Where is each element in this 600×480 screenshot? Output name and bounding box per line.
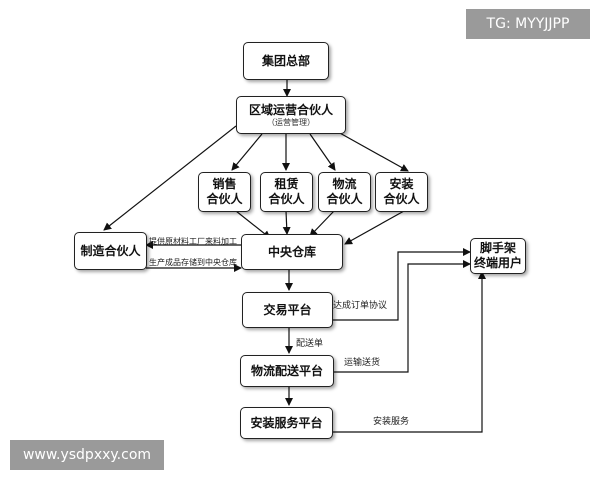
node-install-service-platform-label: 安装服务平台 (250, 415, 323, 430)
node-install-service-platform: 安装服务平台 (240, 407, 333, 439)
node-install-partner-line2: 合伙人 (383, 192, 420, 206)
node-rental-partner-line2: 合伙人 (268, 192, 305, 206)
arrow-regional-to-logistics (309, 133, 336, 171)
node-regional-partner-label: 区域运营合伙人 (248, 102, 333, 117)
edge-label-supply-materials: 提供原材料工厂来料加工 (149, 237, 237, 246)
node-central-warehouse: 中央仓库 (241, 234, 343, 270)
node-logistics-delivery-platform: 物流配送平台 (240, 355, 334, 387)
arrow-trade-to-user (332, 248, 471, 321)
node-regional-partner: 区域运营合伙人 （运营管理） (236, 96, 346, 134)
edge-label-install-service: 安装服务 (373, 417, 410, 427)
node-logistics-delivery-platform-label: 物流配送平台 (250, 363, 323, 378)
node-scaffold-end-user-line1: 脚手架 (479, 241, 516, 255)
node-logistics-partner-line2: 合伙人 (326, 192, 363, 206)
node-sales-partner: 销售 合伙人 (198, 172, 251, 212)
arrow-regional-to-manufacturer (103, 125, 237, 231)
arrow-regional-to-sales (231, 133, 263, 171)
edge-label-transport: 运输送货 (344, 358, 381, 368)
edge-label-order-agreement: 达成订单协议 (333, 301, 388, 311)
arrow-install-service-to-user (333, 271, 486, 433)
node-regional-partner-sub: （运营管理） (267, 117, 315, 127)
watermark-url: www.ysdpxxy.com (10, 440, 164, 470)
arrow-logistics-to-warehouse (309, 210, 335, 237)
node-rental-partner-line1: 租赁 (274, 177, 299, 191)
node-logistics-partner: 物流 合伙人 (318, 172, 371, 212)
node-trade-platform: 交易平台 (242, 292, 333, 328)
node-install-partner-line1: 安装 (389, 177, 414, 191)
node-group-hq-label: 集团总部 (261, 53, 310, 68)
node-scaffold-end-user-line2: 终端用户 (473, 256, 522, 270)
node-trade-platform-label: 交易平台 (263, 302, 312, 317)
arrow-sales-to-warehouse (235, 210, 271, 239)
node-scaffold-end-user: 脚手架 终端用户 (470, 238, 526, 274)
node-manufacturing-partner: 制造合伙人 (74, 232, 147, 270)
node-group-hq: 集团总部 (243, 42, 329, 80)
watermark-tg: TG: MYYJJPP (466, 9, 590, 39)
node-rental-partner: 租赁 合伙人 (260, 172, 313, 212)
edge-label-store-products: 生产成品存储到中央仓库 (149, 258, 237, 267)
node-install-partner: 安装 合伙人 (375, 172, 428, 212)
node-logistics-partner-line1: 物流 (332, 177, 357, 191)
arrow-delivery-to-user (333, 260, 471, 373)
arrow-regional-to-install (337, 131, 409, 172)
node-sales-partner-line1: 销售 (212, 177, 237, 191)
node-central-warehouse-label: 中央仓库 (267, 244, 316, 259)
edge-label-dispatch-note: 配送单 (296, 339, 324, 349)
arrow-install-to-warehouse (344, 210, 405, 245)
arrow-rental-to-warehouse (282, 210, 291, 235)
node-sales-partner-line2: 合伙人 (206, 192, 243, 206)
node-manufacturing-partner-label: 制造合伙人 (80, 243, 141, 258)
